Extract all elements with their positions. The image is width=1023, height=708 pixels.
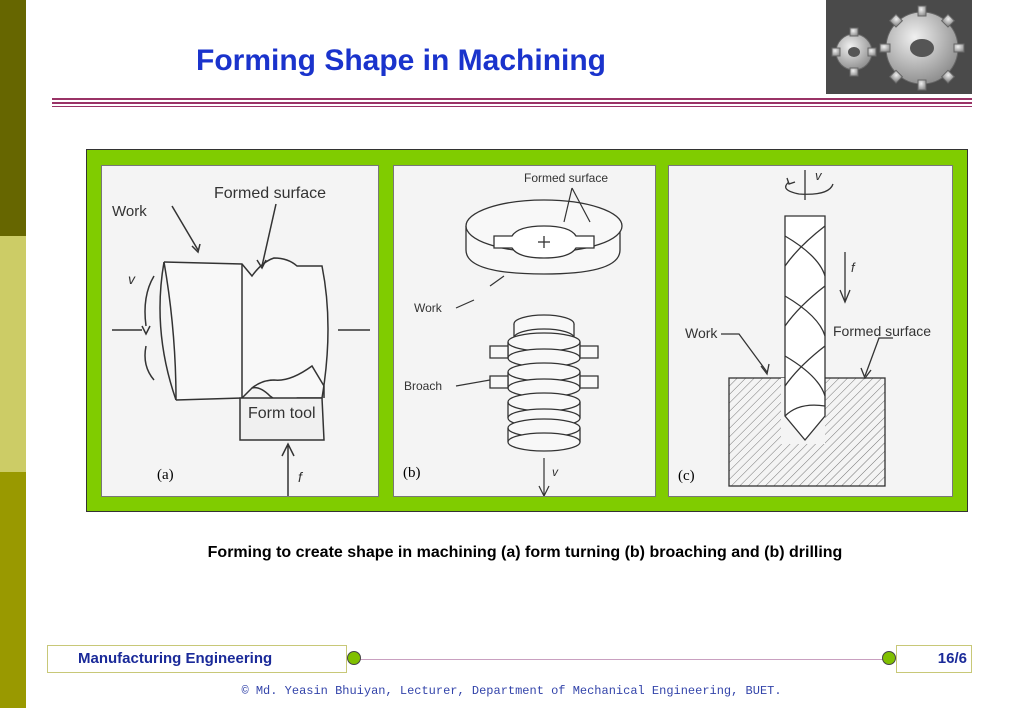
- panel-label-b: (b): [403, 465, 421, 481]
- panel-label-a: (a): [157, 467, 174, 483]
- figure-caption: Forming to create shape in machining (a)…: [207, 544, 843, 561]
- label-formed-surface: Formed surface: [524, 171, 608, 185]
- label-velocity: v: [128, 271, 136, 287]
- label-velocity: v: [815, 168, 823, 183]
- title-rule: [52, 106, 972, 107]
- left-bar-light: [0, 236, 26, 472]
- label-work: Work: [414, 301, 443, 315]
- title-rule: [52, 102, 972, 104]
- footer-dot-left: [347, 651, 361, 665]
- copyright-notice: © Md. Yeasin Bhuiyan, Lecturer, Departme…: [241, 684, 782, 698]
- form-turning-diagram: Work Formed surface Form tool v f: [112, 185, 370, 496]
- label-velocity: v: [552, 465, 559, 479]
- footer-course: Manufacturing Engineering: [47, 645, 347, 673]
- broaching-diagram: Formed surface Work Broach v: [404, 171, 623, 496]
- panel-form-turning: Work Formed surface Form tool v f: [101, 165, 379, 497]
- title-rule: [52, 98, 972, 100]
- gears-icon: [831, 5, 965, 91]
- label-formed-surface: Formed surface: [214, 185, 326, 202]
- label-work: Work: [685, 325, 718, 341]
- footer-dot-right: [882, 651, 896, 665]
- left-bar-dark: [0, 0, 26, 236]
- label-broach: Broach: [404, 379, 442, 393]
- label-feed: f: [298, 469, 304, 485]
- label-feed: f: [851, 260, 856, 275]
- panel-label-c: (c): [678, 468, 695, 484]
- left-bar-mid: [0, 472, 26, 708]
- slide-title: Forming Shape in Machining: [196, 44, 607, 77]
- panel-broaching: Formed surface Work Broach v: [393, 165, 656, 497]
- footer-line: [360, 659, 888, 660]
- gears-logo: [826, 0, 972, 94]
- label-form-tool: Form tool: [248, 405, 316, 422]
- drilling-diagram: v f Work Formed surface: [685, 168, 931, 487]
- label-formed-surface: Formed surface: [833, 323, 931, 339]
- page-number: 16/6: [896, 645, 972, 673]
- label-work: Work: [112, 203, 147, 220]
- panel-drilling: v f Work Formed surface: [668, 165, 953, 497]
- figure-frame: Work Formed surface Form tool v f (a): [86, 149, 968, 512]
